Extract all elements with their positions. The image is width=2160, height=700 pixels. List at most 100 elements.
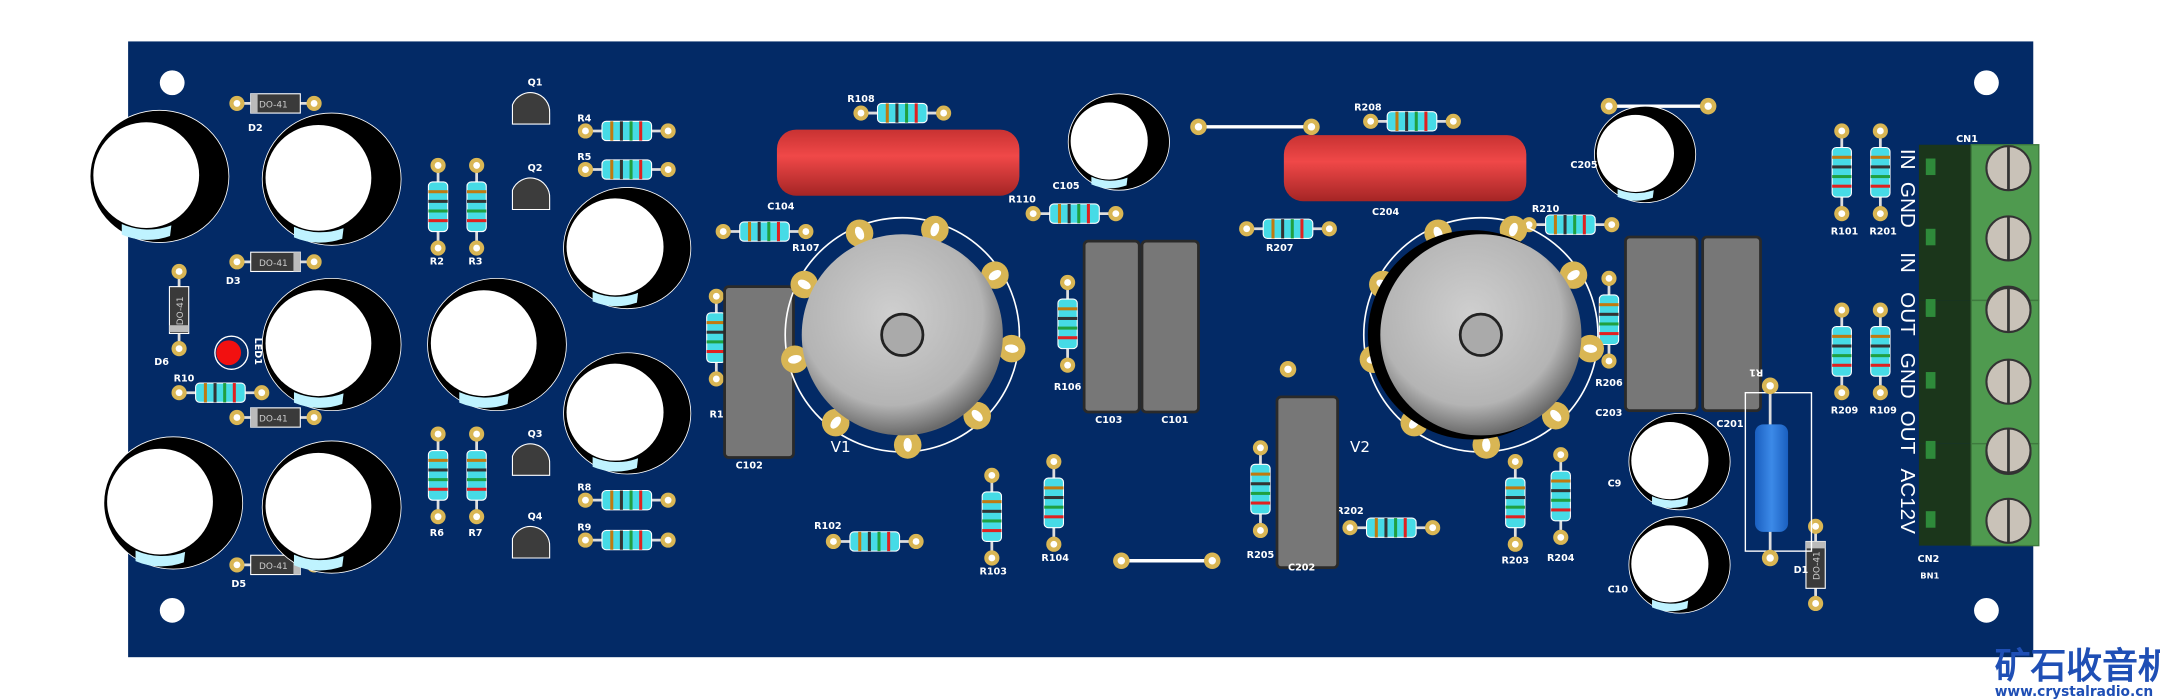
ref-label: R206 — [1595, 378, 1623, 389]
color-band — [232, 383, 236, 403]
pad-hole — [434, 244, 442, 252]
color-band — [466, 487, 487, 491]
color-band — [1599, 303, 1619, 307]
color-band — [895, 103, 899, 123]
color-band — [1582, 215, 1586, 235]
resistor-body — [1043, 477, 1065, 529]
ref-label: C104 — [767, 201, 794, 212]
resistor-body — [1365, 517, 1417, 538]
capacitor-c105: C105 — [1052, 93, 1170, 192]
pad-hole — [1838, 389, 1846, 397]
color-band — [1044, 486, 1064, 490]
capacitor-top — [1070, 102, 1148, 180]
color-band — [1551, 508, 1571, 512]
pad-hole — [1257, 444, 1264, 452]
ref-label: R107 — [792, 243, 820, 254]
connector-label: CN1 — [1956, 134, 1978, 145]
resistor-r10x: R10 — [706, 288, 731, 421]
resistor-body — [1386, 111, 1438, 132]
box-capacitor-body — [1624, 235, 1699, 412]
color-band — [610, 159, 614, 180]
electrolytic-capacitor — [261, 277, 402, 412]
ref-label: D2 — [248, 123, 263, 134]
ref-label: R106 — [1054, 382, 1082, 393]
ref-label: D1 — [1794, 565, 1809, 576]
color-band — [466, 219, 487, 223]
electrolytic-capacitor — [563, 187, 692, 310]
color-band — [466, 458, 487, 462]
pin-hole — [1567, 270, 1580, 281]
pin-tab — [1925, 372, 1936, 389]
pad-hole — [664, 536, 672, 544]
color-band — [639, 490, 643, 510]
ref-label: R205 — [1247, 550, 1275, 561]
color-band — [428, 458, 448, 462]
ref-label: C202 — [1288, 562, 1315, 573]
ref-label: R101 — [1831, 226, 1859, 237]
pad-hole — [1112, 210, 1120, 218]
color-band — [1563, 215, 1567, 235]
resistor-r101: R101 — [1831, 123, 1859, 237]
resistor-r8: R8 — [577, 483, 676, 511]
pad-hole — [1605, 274, 1613, 282]
pad-hole — [1050, 458, 1058, 465]
pad-hole — [1704, 102, 1712, 110]
color-band — [1057, 203, 1061, 224]
pad-hole — [1557, 451, 1565, 459]
color-band — [982, 519, 1002, 523]
color-band — [1057, 336, 1078, 340]
color-band — [629, 121, 633, 141]
ref-label: Q2 — [528, 163, 543, 174]
ref-label: R2 — [430, 257, 444, 268]
color-band — [1395, 111, 1399, 131]
color-band — [858, 531, 862, 552]
color-band — [639, 159, 643, 180]
resistor-body — [849, 531, 901, 552]
connector-label: CN2 — [1918, 554, 1940, 565]
color-band — [1832, 155, 1852, 159]
pad-hole — [1208, 557, 1216, 565]
resistor-r5: R5 — [577, 152, 676, 180]
box-capacitor-body — [1082, 239, 1141, 414]
color-band — [610, 121, 614, 141]
resistor-body — [1598, 294, 1620, 346]
color-band — [867, 531, 871, 552]
terminal-label: IN — [1896, 149, 1919, 170]
ref-label: R1 — [1749, 366, 1763, 377]
diode-marking: DO-41 — [259, 101, 288, 111]
capacitor-c103: C103 — [1082, 239, 1141, 426]
color-band — [213, 383, 217, 403]
polarity-stripe — [135, 550, 186, 567]
transistor-q2: Q2 — [511, 163, 551, 211]
ref-label: R102 — [814, 521, 842, 532]
color-band — [982, 500, 1002, 504]
color-band — [1250, 491, 1271, 495]
pad-hole — [310, 414, 318, 421]
ref-label: V2 — [1350, 438, 1370, 456]
color-band — [466, 468, 487, 472]
color-band — [639, 530, 643, 550]
ref-label: R10 — [174, 374, 195, 385]
resistor-r9: R9 — [577, 522, 676, 551]
cathode-band — [1805, 541, 1826, 549]
tube-center — [880, 312, 925, 357]
resistor-body — [1870, 146, 1891, 198]
color-band — [1067, 203, 1071, 224]
pad-hole — [719, 228, 727, 235]
wire-jumper — [1600, 97, 1717, 115]
ref-label: C102 — [736, 460, 763, 471]
color-band — [1870, 165, 1890, 169]
ref-label: R8 — [577, 483, 591, 494]
color-band — [1077, 203, 1081, 224]
pad-hole — [1766, 554, 1774, 562]
ref-label: C204 — [1372, 207, 1399, 218]
resistor-r1: R1 — [1744, 366, 1813, 567]
resistor-body — [601, 529, 653, 551]
terminal-label: OUT — [1896, 292, 1919, 336]
mounting-hole — [1974, 597, 1999, 623]
capacitor-c104: C104 — [767, 129, 1020, 212]
resistor-r203: R203 — [1502, 454, 1529, 567]
